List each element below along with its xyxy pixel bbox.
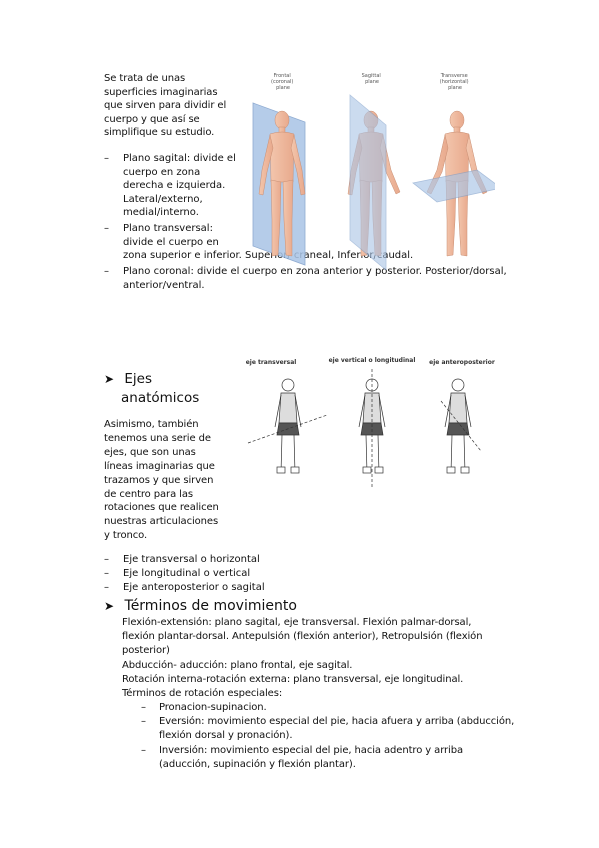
- arrow-bullet-icon: ➤: [104, 599, 115, 613]
- bullet-line: divide el cuerpo en: [123, 236, 219, 248]
- intro-line: Se trata de unas: [104, 73, 186, 84]
- terminos-line: Términos de rotación especiales:: [122, 688, 283, 700]
- bullet-dash: –: [104, 568, 109, 579]
- bullet-line: anterior/ventral.: [123, 279, 205, 291]
- intro-paragraph: Se trata de unas superficies imaginarias…: [104, 72, 239, 140]
- bullet-line: zona superior e inferior. Superior/ cran…: [123, 250, 414, 262]
- caption-sagittal: Sagittal plane: [362, 73, 383, 85]
- bullet-dash: –: [104, 554, 109, 565]
- arrow-bullet-icon: ➤: [104, 372, 115, 386]
- bullet-line: Eje longitudinal o vertical: [123, 568, 251, 579]
- body-planes-figure: Frontal (coronal) plane Sagittal plane T…: [252, 73, 495, 270]
- intro-line: que sirven para dividir el: [104, 100, 227, 112]
- sub-bullet-line: (aducción, supinación y flexión plantar)…: [159, 759, 356, 771]
- bullet-dash: –: [141, 745, 146, 756]
- ejes-line: Asimismo, también: [104, 419, 199, 430]
- bullet-line: derecha e izquierda.: [123, 180, 226, 192]
- ejes-line: líneas imaginarias que: [104, 460, 215, 472]
- caption-eje-anteroposterior: eje anteroposterior: [429, 359, 495, 366]
- ejes-line: y tronco.: [104, 530, 148, 542]
- heading-line: anatómicos: [121, 390, 200, 406]
- ejes-line: trazamos y que sirven: [104, 474, 214, 486]
- ejes-line: nuestras articulaciones: [104, 516, 219, 528]
- bullet-line: cuerpo en zona: [123, 166, 201, 178]
- bullet-line: Eje anteroposterior o sagital: [123, 582, 265, 593]
- bullet-line: Eje transversal o horizontal: [123, 554, 260, 565]
- bullet-dash: –: [104, 153, 109, 164]
- bullet-dash: –: [104, 266, 109, 277]
- bullet-line: medial/interno.: [123, 207, 199, 219]
- anteroposterior-axis-figure: [440, 378, 482, 474]
- bullet-dash: –: [104, 223, 109, 234]
- sub-bullet-line: flexión dorsal y pronación).: [159, 730, 293, 742]
- sagittal-plane-figure: [347, 94, 401, 270]
- intro-line: simplifique su estudio.: [104, 127, 215, 139]
- caption-transverse: Transverse (horizontal) plane: [440, 73, 471, 91]
- sub-bullet-line: Eversión: movimiento especial del pie, h…: [159, 716, 515, 727]
- bullet-dash: –: [141, 716, 146, 727]
- ejes-line: de centro para las: [104, 488, 193, 500]
- sub-bullet-line: Pronacion-supinacion.: [159, 702, 267, 713]
- heading-text: Términos de movimiento: [124, 598, 297, 614]
- ejes-line: rotaciones que realicen: [104, 502, 219, 514]
- caption-frontal: Frontal (coronal) plane: [271, 73, 295, 91]
- transverse-plane-figure: [412, 110, 495, 257]
- terminos-line: flexión plantar-dorsal. Antepulsión (fle…: [122, 631, 483, 643]
- frontal-plane-figure: [252, 102, 306, 266]
- heading-line: Ejes: [124, 371, 152, 387]
- bullet-dash: –: [104, 582, 109, 593]
- bullet-dash: –: [141, 702, 146, 713]
- longitudinal-axis-figure: [358, 369, 386, 489]
- terminos-paragraph: Flexión-extensión: plano sagital, eje tr…: [122, 616, 483, 701]
- bullet-line: Plano transversal:: [123, 223, 213, 234]
- bullet-line: Plano coronal: divide el cuerpo en zona …: [123, 266, 507, 277]
- terminos-line: Abducción- aducción: plano frontal, eje …: [122, 659, 353, 671]
- caption-eje-vertical: eje vertical o longitudinal: [329, 357, 416, 364]
- terminos-line: Flexión-extensión: plano sagital, eje tr…: [122, 617, 472, 628]
- intro-line: cuerpo y que así se: [104, 113, 200, 125]
- ejes-line: tenemos una serie de: [104, 432, 211, 444]
- section-heading-terminos: ➤ Términos de movimiento: [104, 597, 297, 615]
- transverse-axis-figure: [247, 378, 328, 474]
- body-axes-figure: eje transversal eje vertical o longitudi…: [246, 357, 495, 489]
- ejes-paragraph: Asimismo, también tenemos una serie de e…: [104, 418, 234, 543]
- caption-eje-transversal: eje transversal: [246, 359, 297, 366]
- intro-line: superficies imaginarias: [104, 86, 218, 98]
- terminos-line: Rotación interna-rotación externa: plano…: [122, 673, 464, 685]
- ejes-line: ejes, que son unas: [104, 446, 196, 458]
- terminos-line: posterior): [122, 645, 170, 657]
- bullet-line: Plano sagital: divide el: [123, 153, 236, 164]
- bullet-line: Lateral/externo,: [123, 193, 203, 205]
- sub-bullet-line: Inversión: movimiento especial del pie, …: [159, 745, 464, 756]
- section-heading-ejes: ➤ Ejes: [104, 370, 152, 388]
